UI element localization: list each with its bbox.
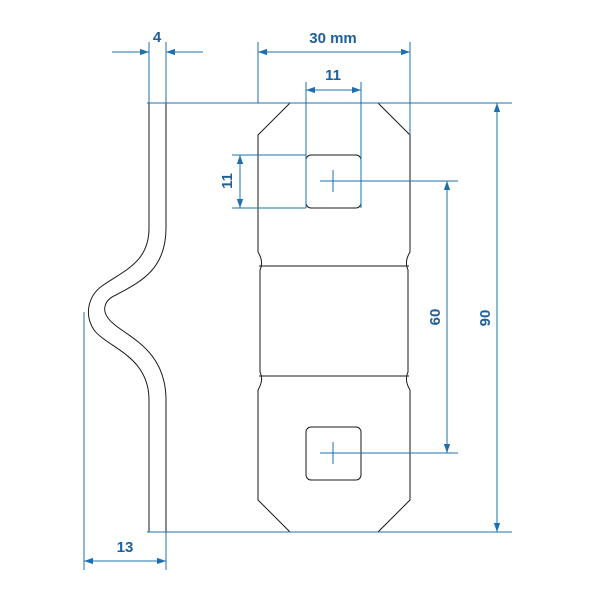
dimension-labels: 4 30 mm 11 11 60 90 13 bbox=[117, 29, 494, 556]
side-profile-outline bbox=[87, 102, 167, 533]
thickness-label: 4 bbox=[153, 29, 162, 46]
hole-spacing-label: 60 bbox=[427, 309, 444, 326]
hole-height-label: 11 bbox=[219, 173, 236, 189]
front-view bbox=[257, 102, 411, 533]
bend-depth-label: 13 bbox=[117, 539, 134, 556]
side-profile-view bbox=[87, 102, 167, 533]
width-label: 30 mm bbox=[309, 30, 357, 47]
hole-width-label: 11 bbox=[325, 67, 341, 84]
total-height-label: 90 bbox=[477, 310, 494, 327]
dimension-lines bbox=[83, 42, 512, 570]
